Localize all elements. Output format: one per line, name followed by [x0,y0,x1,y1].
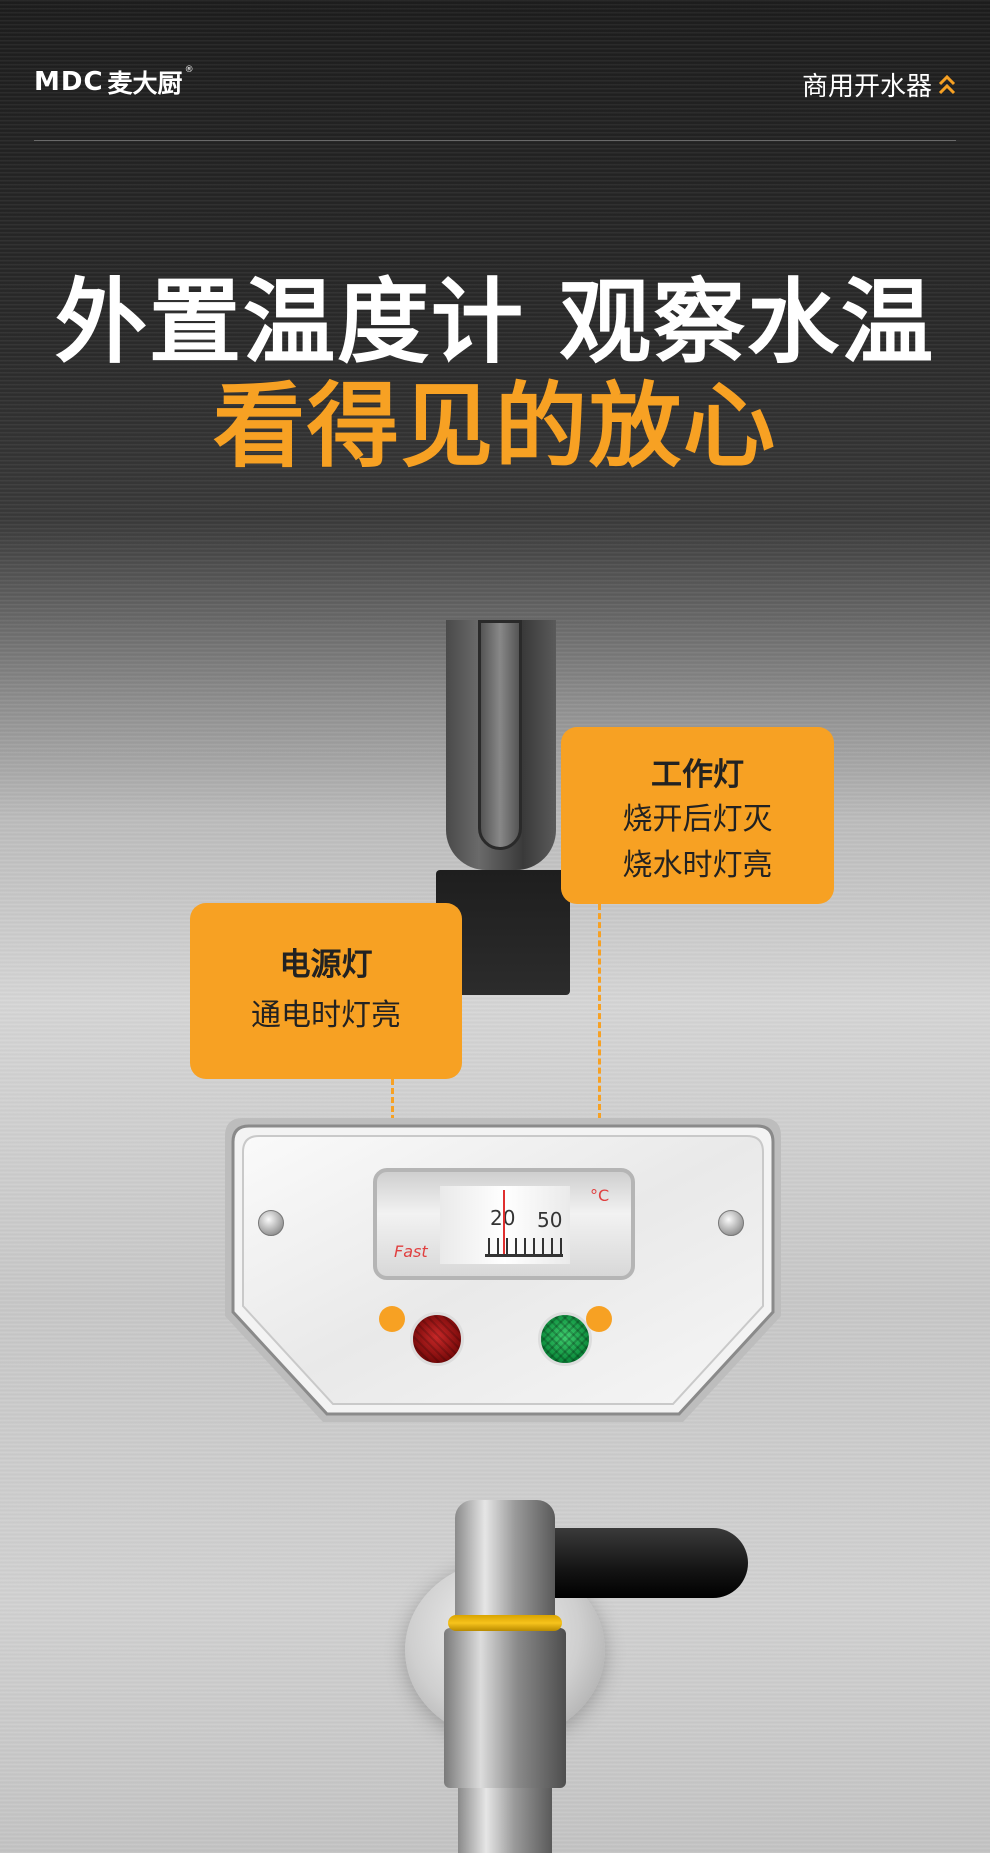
thermometer-needle [503,1190,505,1254]
power-light-desc: 通电时灯亮 [251,998,401,1033]
power-light-title: 电源灯 [279,947,373,983]
registered-mark: ® [184,65,194,75]
power-callout-dot [379,1306,405,1332]
logo-mark: MDC [34,67,104,97]
gauge-label-50: 50 [537,1208,563,1232]
faucet-body-top [455,1500,555,1620]
product-category-label: 商用开水器 [801,72,932,102]
gauge-unit: °C [590,1186,610,1205]
thermometer-ticks [488,1238,562,1256]
faucet-handle [540,1528,748,1598]
logo-chinese-name: 麦大厨 [107,69,183,98]
power-indicator-lamp [410,1312,464,1366]
power-light-callout: 电源灯 通电时灯亮 [190,903,462,1079]
double-chevron-up-icon [938,74,956,96]
work-indicator-lamp [538,1312,592,1366]
gauge-label-20: 20 [490,1206,515,1230]
brand-logo: MDC 麦大厨 ® [34,64,194,100]
headline-secondary: 看得见的放心 [212,373,777,480]
work-light-desc-line1: 烧开后灯灭 [622,802,773,837]
headline-primary: 外置温度计 观察水温 [54,269,936,376]
right-screw [718,1210,744,1236]
sight-tube-glass [478,620,522,850]
thermometer-tick-base [485,1254,563,1257]
work-light-title: 工作灯 [651,757,744,793]
work-light-callout: 工作灯 烧开后灯灭 烧水时灯亮 [561,727,834,904]
gauge-brand: Fast [394,1242,428,1261]
work-callout-connector [598,904,601,1319]
work-light-desc-line2: 烧水时灯亮 [622,848,773,883]
work-callout-dot [586,1306,612,1332]
faucet-spout [458,1788,552,1853]
product-category: 商用开水器 [802,66,956,103]
left-screw [258,1210,284,1236]
header-divider [34,140,956,141]
faucet-gold-ring [448,1615,562,1631]
faucet-body [444,1628,566,1788]
